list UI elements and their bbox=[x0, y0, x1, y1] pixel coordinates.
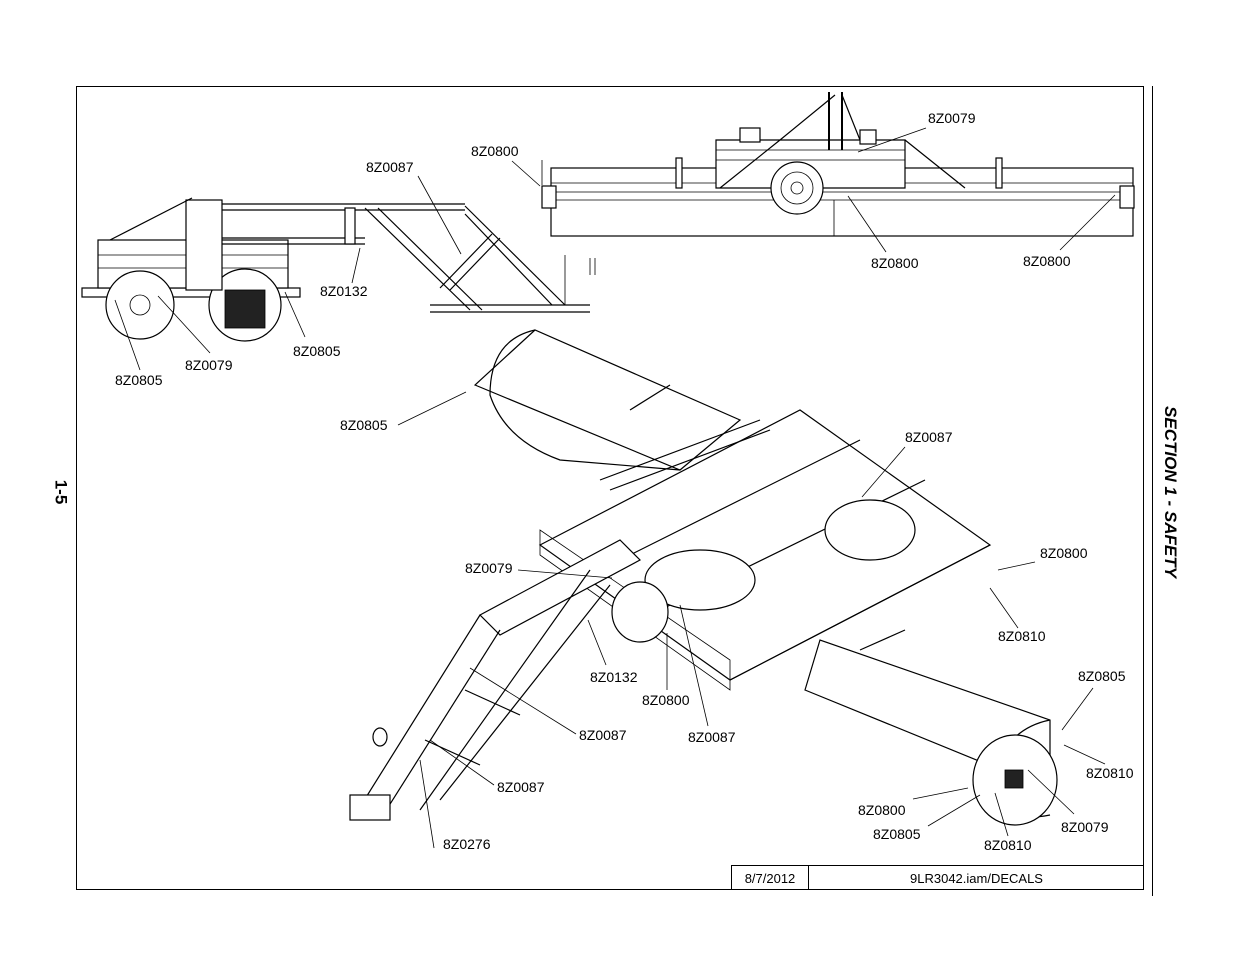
callout-iso-8z0810-right: 8Z0810 bbox=[998, 628, 1046, 644]
side-view bbox=[81, 197, 596, 342]
callout-side-8z0132: 8Z0132 bbox=[320, 283, 368, 299]
title-block-date: 8/7/2012 bbox=[732, 866, 809, 890]
callout-iso-8z0810-bottom: 8Z0810 bbox=[984, 837, 1032, 853]
callout-iso-8z0087-top: 8Z0087 bbox=[905, 429, 953, 445]
leader-lines bbox=[114, 127, 1116, 849]
callout-iso-8z0079-end: 8Z0079 bbox=[1061, 819, 1109, 835]
callout-iso-8z0079-left: 8Z0079 bbox=[465, 560, 513, 576]
callout-top-8z0800-left: 8Z0800 bbox=[471, 143, 519, 159]
callout-iso-8z0800-right: 8Z0800 bbox=[1040, 545, 1088, 561]
callout-iso-8z0087-hitch-lower: 8Z0087 bbox=[497, 779, 545, 795]
callout-side-8z0079: 8Z0079 bbox=[185, 357, 233, 373]
callout-labels: 8Z0087 8Z0132 8Z0805 8Z0079 8Z0805 8Z080… bbox=[115, 110, 1134, 853]
callout-iso-8z0805-rear: 8Z0805 bbox=[340, 417, 388, 433]
callout-top-8z0800-right: 8Z0800 bbox=[1023, 253, 1071, 269]
callout-iso-8z0805-front: 8Z0805 bbox=[1078, 668, 1126, 684]
callout-iso-8z0087-center: 8Z0087 bbox=[688, 729, 736, 745]
drawing-frame bbox=[76, 86, 1144, 890]
callout-side-8z0087: 8Z0087 bbox=[366, 159, 414, 175]
callout-side-8z0805-right: 8Z0805 bbox=[293, 343, 341, 359]
callout-iso-8z0810-end: 8Z0810 bbox=[1086, 765, 1134, 781]
callout-top-8z0800-center: 8Z0800 bbox=[871, 255, 919, 271]
callout-top-8z0079: 8Z0079 bbox=[928, 110, 976, 126]
callout-iso-8z0805-end: 8Z0805 bbox=[873, 826, 921, 842]
iso-view bbox=[349, 329, 1058, 826]
title-block: 8/7/2012 9LR3042.iam/DECALS bbox=[731, 865, 1144, 890]
callout-side-8z0805-left: 8Z0805 bbox=[115, 372, 163, 388]
side-rule bbox=[1152, 86, 1153, 896]
callout-iso-8z0800-end: 8Z0800 bbox=[858, 802, 906, 818]
rear-view bbox=[541, 92, 1135, 237]
callout-iso-8z0276: 8Z0276 bbox=[443, 836, 491, 852]
callout-iso-8z0087-hitch-upper: 8Z0087 bbox=[579, 727, 627, 743]
title-block-file: 9LR3042.iam/DECALS bbox=[910, 871, 1043, 886]
callout-iso-8z0800-center: 8Z0800 bbox=[642, 692, 690, 708]
callout-iso-8z0132: 8Z0132 bbox=[590, 669, 638, 685]
